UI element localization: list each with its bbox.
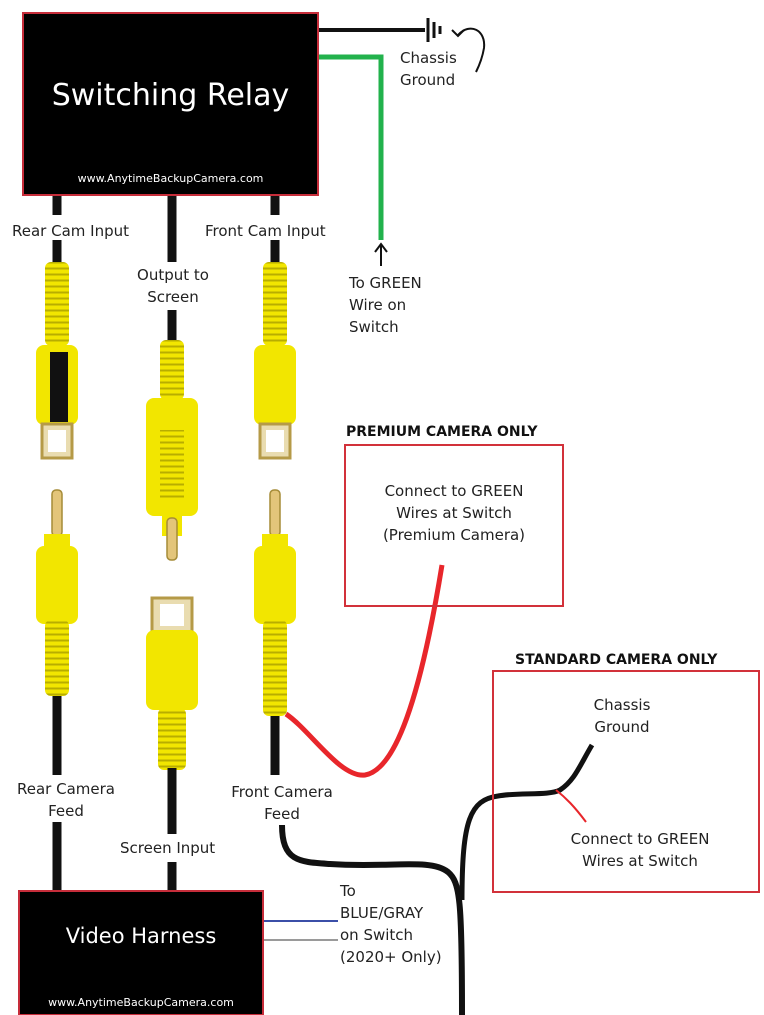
standard-red-wire xyxy=(555,789,587,823)
premium-red-wire xyxy=(284,564,445,778)
curved-arrow-icon xyxy=(457,27,486,73)
video-harness-url: www.AnytimeBackupCamera.com xyxy=(48,996,234,1009)
switching-relay-title: Switching Relay xyxy=(51,78,290,113)
standard-chassis-ground-label: Chassis Ground xyxy=(593,696,651,736)
arrow-up-icon xyxy=(374,242,388,266)
green-wire xyxy=(318,54,384,240)
premium-connect-text: Connect to GREEN Wires at Switch (Premiu… xyxy=(382,482,526,544)
front-cam-input-connector xyxy=(254,262,296,460)
front-camera-feed-label: Front Camera Feed xyxy=(231,783,333,823)
screen-input-label: Screen Input xyxy=(120,839,216,857)
standard-heading: STANDARD CAMERA ONLY xyxy=(515,652,718,668)
switching-relay-url: www.AnytimeBackupCamera.com xyxy=(77,172,264,185)
ground-symbol-icon xyxy=(426,18,442,42)
video-harness-box: Video Harness www.AnytimeBackupCamera.co… xyxy=(18,890,264,1015)
standard-black-wire xyxy=(459,743,595,901)
front-camera-feed-connector xyxy=(254,489,296,775)
standard-camera-box xyxy=(492,670,760,893)
rear-cam-input-connector xyxy=(36,262,78,460)
premium-heading: PREMIUM CAMERA ONLY xyxy=(346,424,538,440)
premium-camera-box xyxy=(344,444,564,607)
front-cam-input-label: Front Cam Input xyxy=(205,222,326,240)
chassis-ground-label: Chassis Ground xyxy=(400,49,457,89)
rear-camera-feed-label: Rear Camera Feed xyxy=(17,780,115,820)
output-to-screen-label: Output to Screen xyxy=(137,266,209,306)
front-feed-black-wire xyxy=(279,824,465,1015)
rear-camera-feed-connector xyxy=(36,489,78,892)
video-harness-title: Video Harness xyxy=(65,924,217,948)
rear-cam-input-label: Rear Cam Input xyxy=(12,222,129,240)
to-blue-gray-label: To BLUE/GRAY on Switch (2020+ Only) xyxy=(340,882,442,966)
switching-relay-box: Switching Relay www.AnytimeBackupCamera.… xyxy=(22,12,319,196)
screen-input-connector xyxy=(146,596,198,892)
output-to-screen-connector xyxy=(146,340,198,561)
to-green-wire-label: To GREEN Wire on Switch xyxy=(349,274,422,336)
standard-connect-text: Connect to GREEN Wires at Switch xyxy=(570,830,710,870)
